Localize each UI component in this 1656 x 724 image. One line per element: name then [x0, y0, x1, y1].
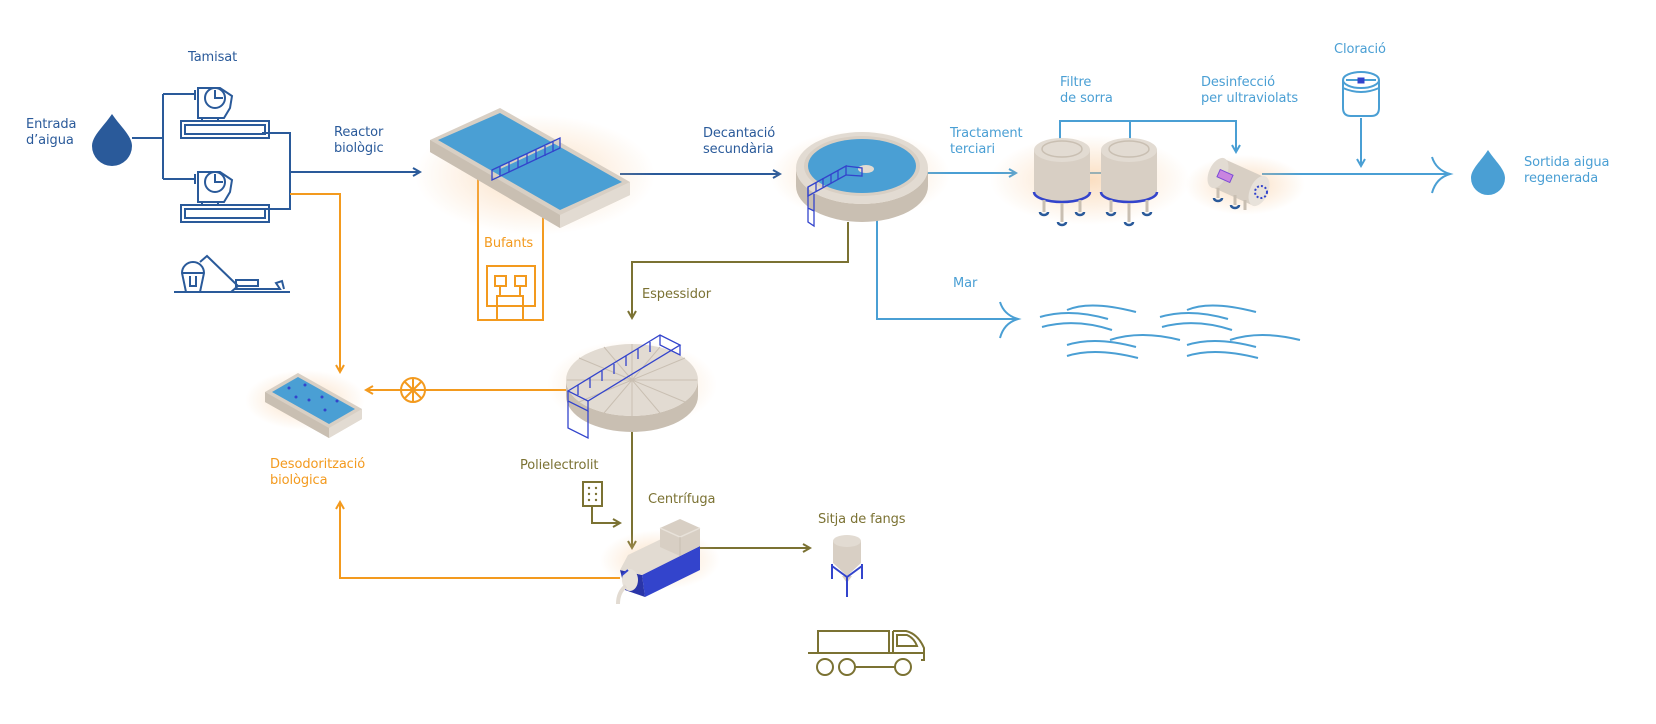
label-polyelectrolyte: Polielectrolit [520, 458, 599, 473]
flow-centrifuge-to-deodorization [340, 502, 620, 579]
label-sand-filter: Filtre de sorra [1060, 75, 1113, 106]
clarifier-icon [770, 130, 950, 228]
label-water-inlet: Entrada d’aigua [26, 117, 77, 148]
polyelectrolyte-dosing-icon [582, 481, 603, 507]
truck-icon [808, 630, 925, 676]
label-regenerated-outlet: Sortida aigua regenerada [1524, 155, 1610, 186]
flow-screens-to-reactor [262, 132, 420, 210]
centrifuge-icon [600, 519, 720, 605]
deodorization-bed-icon [245, 370, 365, 438]
screening-drum-icon [180, 87, 270, 223]
sludge-flow-lines [591, 222, 849, 548]
label-biological-reactor: Reactor biològic [334, 125, 384, 156]
water-drop-inlet-icon [92, 114, 132, 166]
label-chlorination: Cloració [1334, 42, 1386, 57]
flow-blowers-loop [477, 178, 544, 321]
air-flow-lines [290, 178, 620, 579]
label-blowers: Bufants [484, 236, 534, 251]
flow-polyelectrolyte-to-centrifuge [591, 506, 620, 523]
flow-clarifier-to-thickener [632, 222, 849, 318]
uv-reactor-icon [1185, 155, 1305, 215]
flow-sea-arrowhead [999, 301, 1022, 339]
blower-icon [486, 265, 536, 320]
sea-waves-icon [1039, 304, 1301, 359]
label-uv-disinfection: Desinfecció per ultraviolats [1201, 75, 1299, 106]
label-tertiary-treatment: Tractament terciari [950, 126, 1023, 157]
label-screening: Tamisat [188, 50, 238, 65]
label-sludge-silo: Sitja de fangs [818, 512, 906, 527]
label-secondary-settling: Decantació secundària [703, 126, 776, 157]
silo-icon [831, 535, 863, 597]
label-thickener: Espessidor [642, 287, 711, 302]
flow-clarifier-to-sea [876, 219, 1016, 320]
label-biological-deodorization: Desodorització biològica [270, 457, 366, 488]
fan-icon [400, 377, 426, 403]
label-sea: Mar [953, 276, 978, 291]
label-centrifuge: Centrífuga [648, 492, 716, 507]
flow-inlet-to-screens [132, 93, 196, 180]
water-drop-outlet-icon [1471, 150, 1505, 195]
flow-screens-to-deodorization [290, 193, 340, 372]
chlorination-tank-icon [1342, 71, 1380, 117]
thickener-icon [547, 334, 717, 440]
flow-outlet-arrowhead [1431, 156, 1454, 194]
flow-filters-manifold [1059, 120, 1237, 150]
biological-reactor-tank-icon [415, 108, 655, 235]
grit-conveyor-icon [174, 254, 290, 293]
sand-filter-icon [990, 135, 1190, 227]
